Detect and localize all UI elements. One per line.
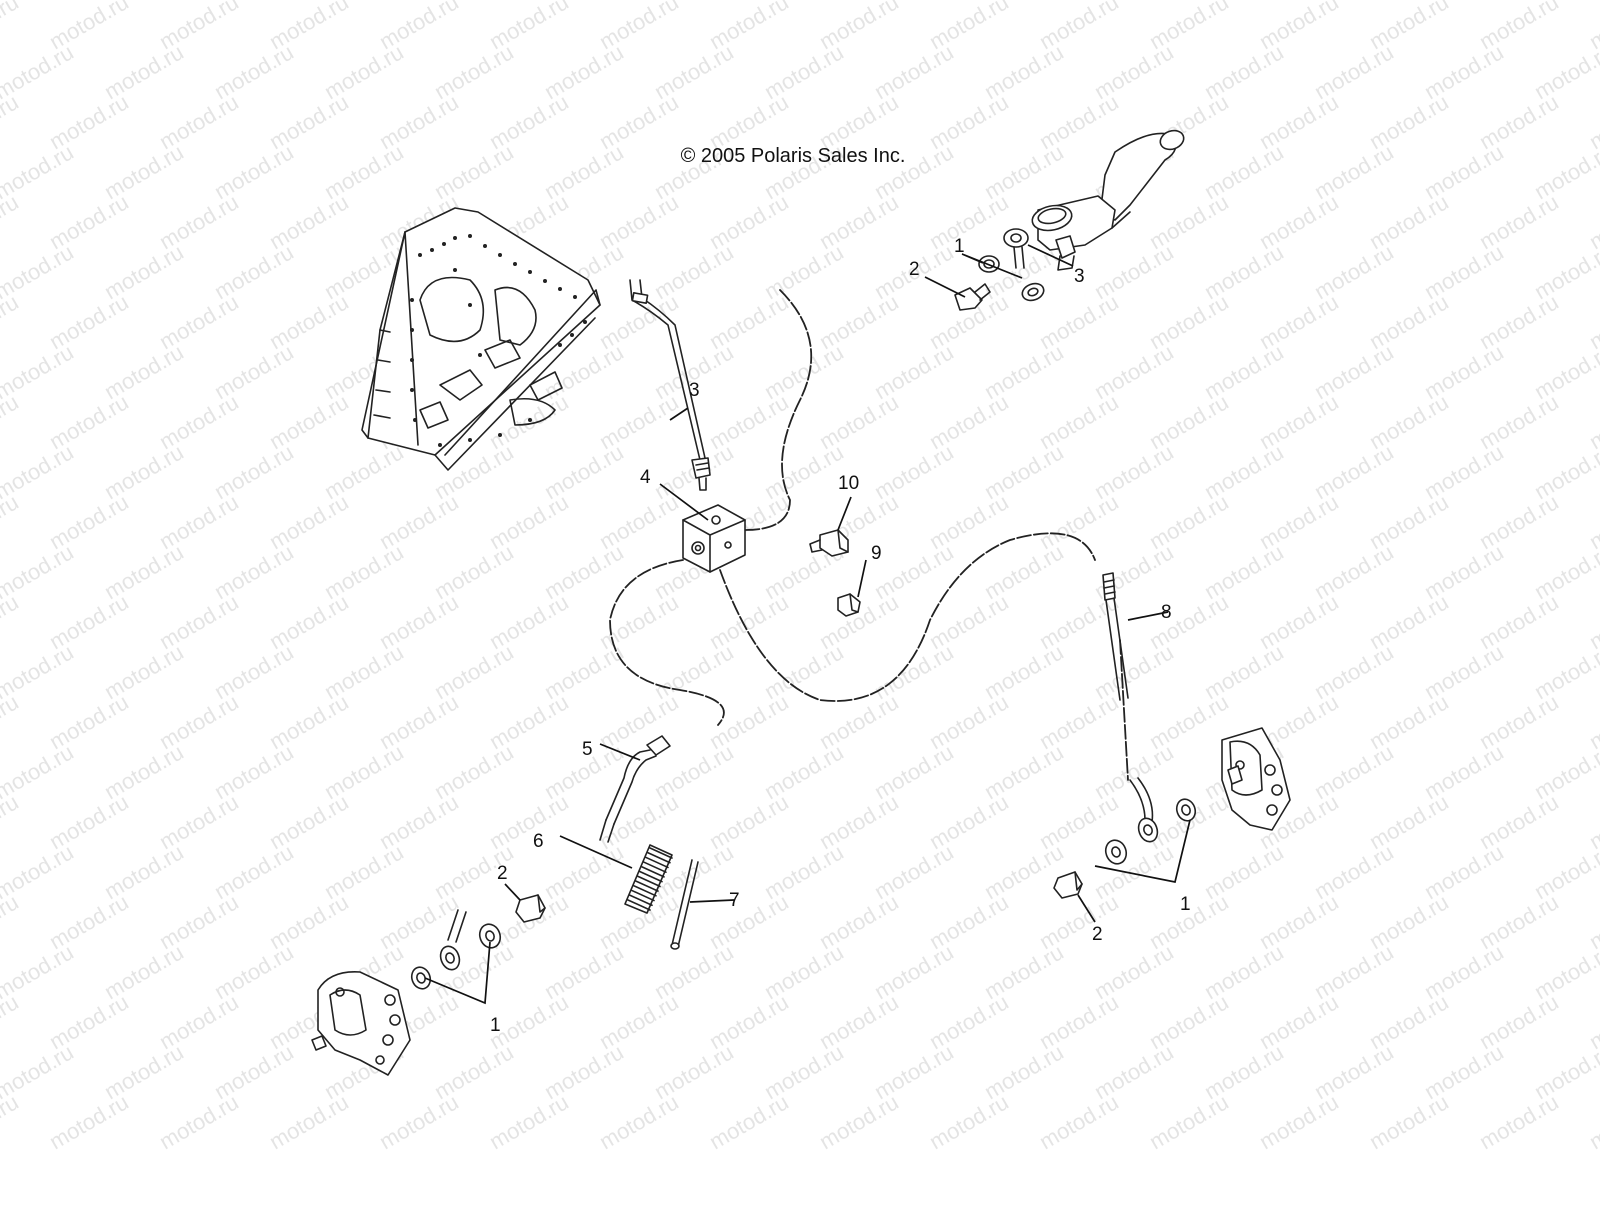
right-banjo-fitting: [1137, 817, 1159, 843]
spring-guard: [624, 844, 673, 914]
callout-bolt-10: 10: [838, 473, 859, 494]
callout-hose-5: 5: [582, 739, 593, 760]
watermark-text: motod.ru: [45, 1089, 133, 1154]
hose-sleeve: [670, 859, 699, 950]
watermark-layer: motod.ru motod.ru motod.ru motod.ru motod.ru…: [0, 0, 1600, 1154]
watermark-text: motod.ru: [0, 989, 23, 1054]
brake-line-right: [1102, 572, 1154, 823]
spring-coil: [645, 856, 669, 869]
watermark-text: motod.ru: [0, 389, 23, 454]
watermark-text: motod.ru: [1365, 1089, 1453, 1154]
watermark-text: motod.ru: [0, 89, 23, 154]
callout-hose-3: 3: [689, 380, 700, 401]
watermark-text: motod.ru: [375, 1089, 463, 1154]
watermark-text: motod.ru: [815, 1089, 903, 1154]
watermark-text: motod.ru: [925, 1089, 1013, 1154]
watermark-text: motod.ru: [0, 1089, 23, 1154]
callout-spring-6: 6: [533, 831, 544, 852]
left-banjo-fitting: [439, 909, 467, 971]
watermark-text: motod.ru: [0, 589, 23, 654]
watermark-text: motod.ru: [485, 1089, 573, 1154]
watermark-text: motod.ru: [0, 289, 23, 354]
left-washers: [410, 923, 502, 990]
watermark-text: motod.ru: [155, 1089, 243, 1154]
watermark-text: motod.ru: [1475, 1089, 1563, 1154]
watermark-text: motod.ru: [265, 1089, 353, 1154]
spring-coil: [643, 861, 667, 873]
master-cylinder-lever: [1031, 129, 1185, 271]
callout-top-washer-3: 3: [1074, 266, 1085, 287]
watermark-text: motod.ru: [0, 0, 23, 54]
spring-coil: [639, 870, 663, 883]
copyright-text: © 2005 Polaris Sales Inc.: [681, 145, 906, 167]
brake-hose-runs: [609, 289, 1129, 781]
top-banjo-fitting: [1003, 228, 1029, 269]
brake-line-lower: [599, 735, 671, 843]
right-caliper: [1221, 727, 1291, 831]
spring-coil: [635, 880, 659, 892]
frame-bulkhead-panel: [361, 207, 601, 471]
spring-coil: [647, 851, 671, 864]
spring-coil: [629, 894, 653, 907]
callout-right-washer-1: 1: [1180, 894, 1191, 915]
watermark-text: motod.ru: [1585, 1089, 1600, 1154]
spring-coil: [627, 899, 651, 911]
callout-labels: 1 2 3 3 4 5 6 7 8 9 10 2 1 2 1: [490, 236, 1191, 1036]
watermark-text: motod.ru: [0, 689, 23, 754]
right-bolt: [1053, 871, 1083, 899]
callout-left-washer-1: 1: [490, 1015, 501, 1036]
callout-sleeve-7: 7: [729, 890, 740, 911]
spring-coil: [637, 875, 661, 888]
watermark-text: motod.ru: [0, 189, 23, 254]
top-bolt: [954, 283, 991, 311]
spring-coil: [633, 885, 657, 897]
spring-coil: [641, 866, 665, 878]
junction-block: [682, 504, 746, 573]
bolt-9: [837, 593, 861, 617]
left-caliper: [311, 971, 411, 1076]
callout-left-bolt-2: 2: [497, 863, 508, 884]
watermark-text: motod.ru: [1145, 1089, 1233, 1154]
watermark-text: motod.ru: [0, 889, 23, 954]
callout-top-bolt-2: 2: [909, 259, 920, 280]
left-bolt: [515, 894, 546, 923]
watermark-text: motod.ru: [595, 1089, 683, 1154]
brake-line-upper: [629, 279, 711, 491]
callout-block-4: 4: [640, 467, 651, 488]
callout-top-washer-1: 1: [954, 236, 965, 257]
right-washers: [1104, 798, 1197, 865]
spring-coil: [649, 847, 673, 859]
top-washer-pair: [978, 255, 1045, 302]
callout-hose-8: 8: [1161, 602, 1172, 623]
callout-right-bolt-2: 2: [1092, 924, 1103, 945]
leader-lines: [424, 244, 1191, 1005]
watermark-text: motod.ru: [0, 789, 23, 854]
watermark-text: motod.ru: [705, 1089, 793, 1154]
watermark-text: motod.ru: [0, 489, 23, 554]
watermark-text: motod.ru: [1035, 1089, 1123, 1154]
watermark-text: motod.ru: [1255, 1089, 1343, 1154]
spring-coil: [631, 889, 655, 902]
callout-bolt-9: 9: [871, 543, 882, 564]
